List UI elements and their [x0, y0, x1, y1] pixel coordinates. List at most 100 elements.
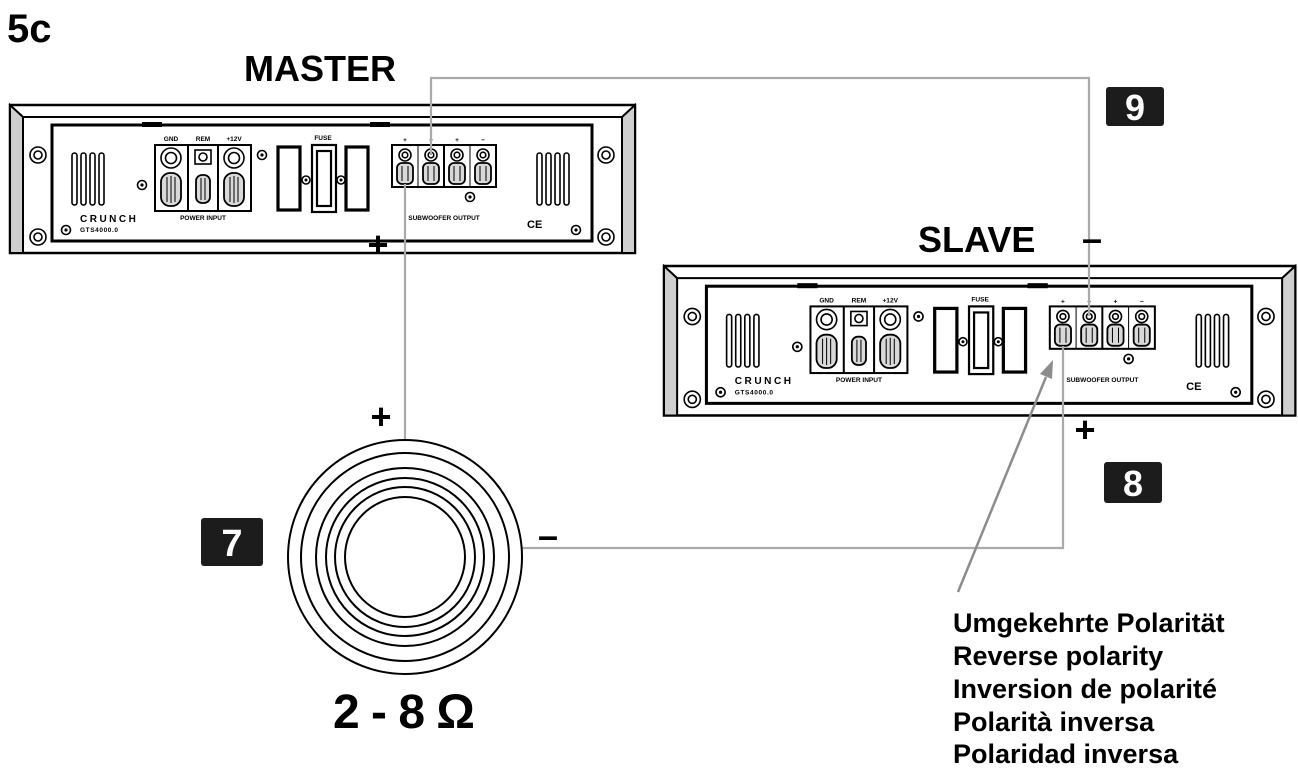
subwoofer-speaker-icon: [287, 439, 523, 675]
terminal-screw-head: [401, 151, 409, 159]
screw-head: [1126, 357, 1131, 361]
fin: [545, 152, 552, 206]
ce-mark: CE: [1186, 381, 1201, 393]
panel-screws: [60, 149, 582, 236]
master-amplifier: GND REM +12V POWER INPUT FUSE: [8, 102, 637, 255]
panel-screw-icon: [791, 341, 803, 353]
power-input-label: POWER INPUT: [836, 377, 882, 384]
terminal-barrel: [1080, 323, 1099, 347]
gnd-screw-head: [164, 151, 178, 165]
slave-input-top-polarity-mark: –: [1082, 218, 1102, 259]
callout-badge-8: 8: [1104, 462, 1162, 504]
subwoofer-output-label: SUBWOOFER OUTPUT: [408, 215, 480, 222]
ce-mark: CE: [527, 219, 542, 231]
callout-number: 7: [221, 523, 242, 565]
panel-screw-icon: [60, 224, 72, 236]
fuse: [344, 145, 370, 212]
mounting-screw-icon: [597, 146, 615, 164]
screw-head: [339, 178, 343, 182]
speaker-ring: [334, 486, 476, 628]
callout-badge-7: 7: [201, 518, 263, 566]
fuse-holder: FUSE: [933, 296, 1028, 376]
fuse: [1001, 306, 1028, 374]
rem-screw-icon: [198, 152, 208, 162]
amp-left-endcap: [662, 263, 679, 417]
terminal-screw-head: [1138, 312, 1146, 321]
panel-screw-icon: [301, 175, 311, 185]
fuse: [276, 145, 302, 212]
slave-input-bottom-polarity-mark: +: [1074, 409, 1095, 450]
panel-screw-icon: [913, 311, 924, 322]
output-terminal-1: [396, 148, 414, 185]
callout-number: 9: [1125, 87, 1145, 128]
terminal-screw-head: [453, 151, 461, 159]
polarity-note-line: Reverse polarity: [953, 641, 1163, 671]
output-terminal-mark: +: [1061, 298, 1065, 305]
fin: [536, 152, 543, 206]
fuse-label: FUSE: [314, 135, 332, 142]
rem-screw-icon: [854, 313, 864, 324]
model-number: GTS4000.0: [80, 227, 119, 234]
mounting-screw-icon: [683, 390, 702, 409]
rem-terminal-barrel: [850, 335, 867, 366]
amp-right-endcap: [621, 102, 636, 254]
plus12v-screw-head: [227, 151, 241, 165]
mounting-screw-icon: [29, 228, 47, 246]
terminal-screw-head: [479, 151, 487, 159]
mounting-screw-icon: [1257, 390, 1275, 409]
figure-label: 5c: [7, 7, 52, 51]
fuse-holder: FUSE: [276, 135, 370, 214]
fin: [753, 313, 760, 368]
screw-head: [1261, 394, 1271, 405]
terminal-screw-head: [1059, 312, 1067, 321]
screw-head: [687, 311, 698, 322]
polarity-pointer-arrow-icon: [956, 360, 1053, 593]
speaker-negative-wire: [522, 346, 1065, 550]
panel-screw-icon: [136, 179, 148, 191]
screw-head: [795, 345, 799, 349]
callout-number: 8: [1123, 463, 1143, 504]
rem-terminal-barrel: [195, 174, 211, 204]
slave-amplifier: GND REM +12V POWER INPUT FUSE: [662, 263, 1297, 417]
fin: [1195, 313, 1203, 368]
terminal-barrel: [448, 162, 466, 185]
speaker-ring: [287, 439, 523, 675]
output-terminal-mark: −: [1140, 298, 1144, 305]
fin: [1222, 313, 1230, 368]
fin: [1204, 313, 1212, 368]
power-terminal-label-rem: REM: [196, 136, 210, 143]
master-title: MASTER: [244, 48, 396, 89]
panel-screws: [715, 311, 1242, 398]
model-number: GTS4000.0: [735, 389, 774, 396]
panel-screw-icon: [715, 386, 726, 398]
panel-tab: [142, 122, 162, 127]
gnd-screw-head: [820, 313, 833, 326]
output-terminal-mark: +: [403, 137, 407, 144]
screw-head: [916, 314, 921, 319]
slave-title: SLAVE: [918, 219, 1035, 260]
power-terminal-label-12v: +12V: [226, 136, 242, 143]
panel-screw-icon: [993, 336, 1004, 347]
panel-screw-icon: [336, 175, 346, 185]
polarity-note-line: Polaridad inversa: [953, 739, 1179, 769]
fuse-element: [315, 149, 333, 208]
panel-tab: [1027, 283, 1048, 289]
screw-head: [687, 394, 698, 405]
fuse-label: FUSE: [971, 296, 989, 303]
screw-head: [64, 228, 68, 232]
polarity-note: Umgekehrte Polarität Reverse polarity In…: [953, 608, 1225, 769]
output-terminal-2: [1080, 309, 1099, 347]
fin: [734, 313, 742, 368]
fin: [725, 313, 733, 368]
screw-head: [718, 390, 723, 394]
panel-tab: [370, 122, 390, 127]
output-terminal-3: [448, 148, 466, 185]
screw-head: [260, 153, 264, 157]
output-terminal-4: [474, 148, 492, 185]
fin: [98, 152, 105, 206]
heat-sink-fins-right: [1195, 313, 1230, 368]
screw-head: [996, 340, 1000, 344]
output-terminal-1: [1053, 309, 1072, 347]
terminal-screw-head: [1111, 312, 1120, 321]
